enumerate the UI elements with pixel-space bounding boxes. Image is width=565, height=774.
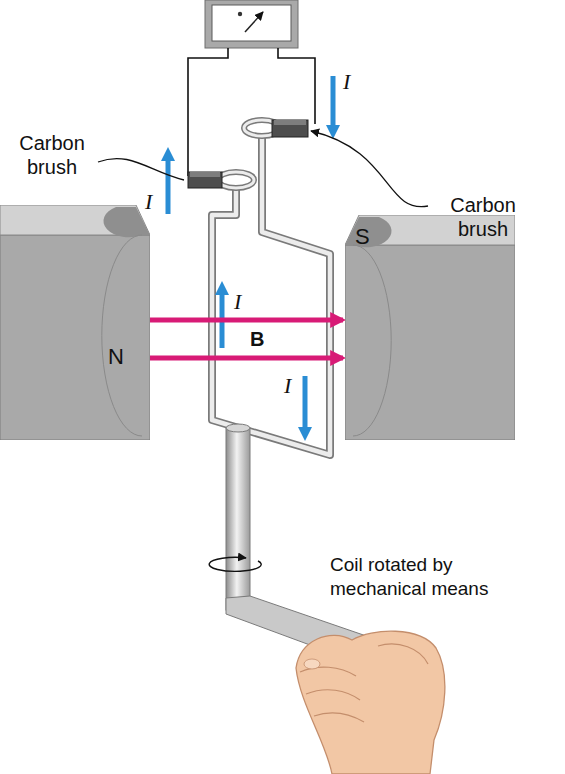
pole-curve [102, 235, 142, 436]
brush-block [272, 120, 308, 137]
field-line [150, 356, 343, 361]
coil-highlight [212, 136, 330, 455]
pole-letter: S [355, 225, 370, 249]
coil [212, 136, 330, 455]
shaft-end [226, 424, 250, 432]
fist [296, 631, 445, 774]
magnet-pole: N [0, 205, 150, 440]
field-label: B [250, 328, 274, 350]
wire [278, 48, 315, 124]
meter-needle [245, 12, 263, 32]
slip-ring [218, 172, 254, 188]
pole-face [103, 207, 150, 237]
magnet-face [345, 245, 515, 440]
current-arrow [331, 76, 336, 132]
leader-line [98, 158, 184, 180]
brush-top [190, 172, 220, 177]
magnet-shape [0, 205, 150, 440]
brush-block [188, 172, 222, 188]
current-label: I [145, 190, 165, 213]
current-label: I [343, 70, 363, 93]
slip-ring [218, 172, 254, 188]
magnet-face [0, 235, 150, 440]
pole-letter: N [108, 345, 124, 369]
current-label: I [234, 290, 254, 313]
finger-line [314, 713, 364, 722]
leader-line [311, 131, 428, 207]
part-label: Carbon brush [2, 131, 102, 179]
finger-line [306, 690, 360, 700]
fingernail [304, 659, 320, 669]
meter-case [205, 0, 298, 48]
current-label-box: I [343, 70, 363, 93]
current-label-box: I [234, 290, 254, 313]
shaft [226, 428, 250, 610]
meter-pivot [238, 12, 242, 16]
meter-face [212, 5, 291, 41]
caption-note-box: Coil rotated by mechanical means [330, 553, 545, 601]
galvanometer [205, 0, 298, 48]
field-label-box: B [250, 328, 274, 350]
current-arrow [166, 154, 171, 214]
magnet-shape [345, 215, 515, 440]
caption-note: Coil rotated by mechanical means [330, 553, 545, 601]
current-label: I [284, 374, 304, 397]
current-arrow [303, 376, 308, 434]
wire [188, 48, 228, 176]
current-label-box: I [284, 374, 304, 397]
field-line [150, 318, 343, 323]
carbon-brush [188, 172, 222, 188]
pole-curve [353, 245, 391, 436]
hand [296, 631, 445, 774]
current-label-box: I [145, 190, 165, 213]
part-label: Carbon brush [428, 193, 538, 241]
carbon-brush [272, 120, 308, 137]
brush-top [274, 120, 306, 125]
part-label-box: Carbon brush [2, 131, 102, 179]
magnet-pole: S [345, 215, 515, 440]
part-label-box: Carbon brush [428, 193, 538, 241]
thumb-line [378, 644, 428, 664]
rotation-arrow [209, 557, 261, 571]
